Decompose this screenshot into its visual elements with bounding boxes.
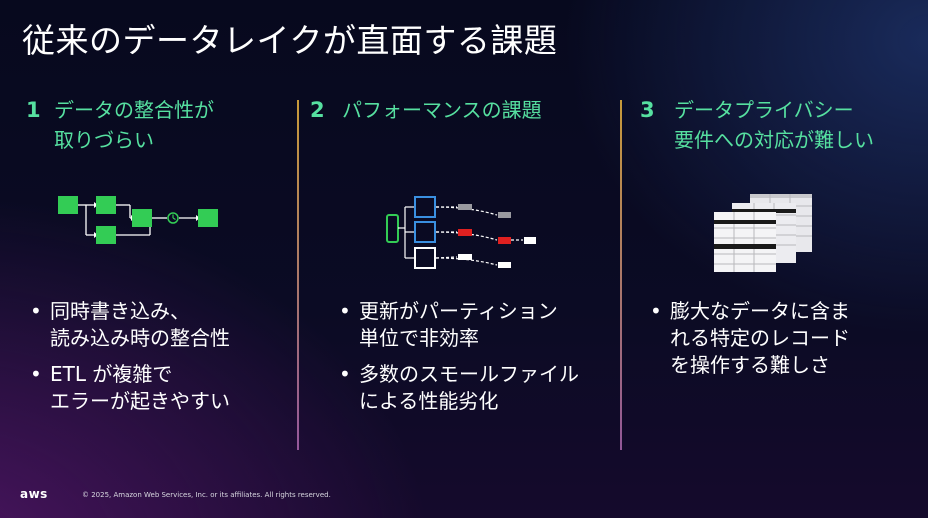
column-2-bullets: 更新がパーティション 単位で非効率 多数のスモールファイル による性能劣化: [339, 298, 579, 424]
slide-title: 従来のデータレイクが直面する課題: [22, 21, 558, 60]
bullet-item: 更新がパーティション 単位で非効率: [339, 298, 579, 352]
column-number: 2: [310, 98, 325, 122]
column-divider: [297, 100, 299, 450]
column-title: データの整合性が 取りづらい: [54, 98, 214, 152]
bullet-item: 同時書き込み、 読み込み時の整合性: [30, 298, 230, 352]
bullet-item: ETL が複雑で エラーが起きやすい: [30, 361, 230, 415]
column-number: 3: [640, 98, 655, 122]
column-header: 3 データプライバシー 要件への対応が難しい: [640, 95, 928, 155]
column-3-bullets: 膨大なデータに含ま れる特定のレコード を操作する難しさ: [650, 298, 850, 388]
stacked-records-icon: [712, 192, 822, 278]
column-1-bullets: 同時書き込み、 読み込み時の整合性 ETL が複雑で エラーが起きやすい: [30, 298, 230, 424]
workflow-diagram-icon: [56, 193, 221, 252]
column-number: 1: [26, 98, 41, 122]
column-title: データプライバシー 要件への対応が難しい: [674, 98, 874, 152]
bullet-item: 多数のスモールファイル による性能劣化: [339, 361, 579, 415]
partition-tree-icon: [385, 193, 545, 277]
aws-logo: aws: [20, 487, 48, 501]
column-performance: 2 パフォーマンスの課題: [310, 95, 600, 125]
column-title: パフォーマンスの課題: [342, 98, 542, 122]
column-header: 1 データの整合性が 取りづらい: [26, 95, 316, 155]
bullet-item: 膨大なデータに含ま れる特定のレコード を操作する難しさ: [650, 298, 850, 379]
column-data-consistency: 1 データの整合性が 取りづらい: [26, 95, 316, 155]
column-header: 2 パフォーマンスの課題: [310, 95, 600, 125]
column-divider: [620, 100, 622, 450]
copyright-notice: © 2025, Amazon Web Services, Inc. or its…: [82, 491, 331, 499]
column-data-privacy: 3 データプライバシー 要件への対応が難しい: [640, 95, 928, 155]
